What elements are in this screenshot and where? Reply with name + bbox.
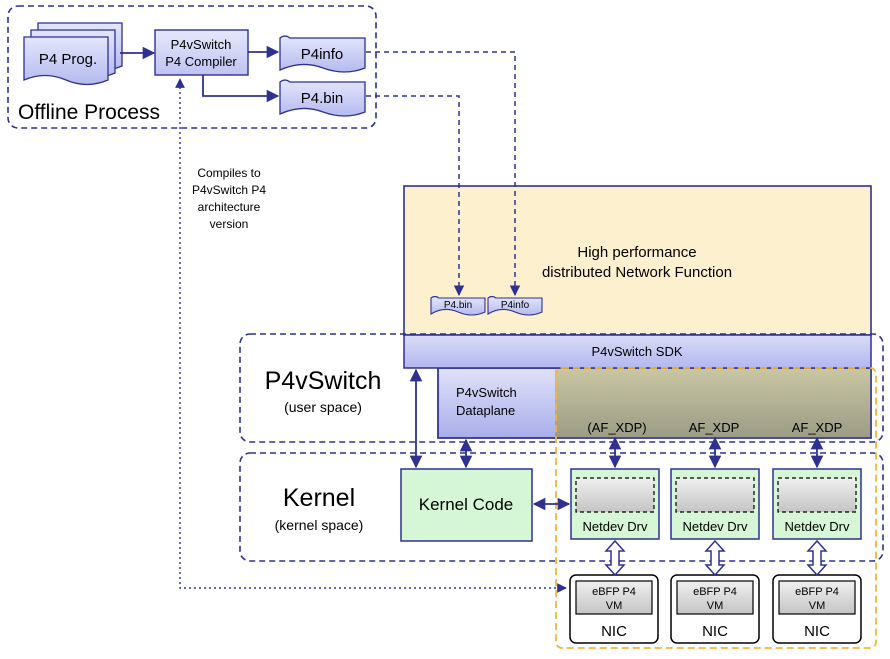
nf-p4info-label: P4info <box>501 300 530 311</box>
kernel-subtitle: (kernel space) <box>275 517 364 533</box>
kernel-code-label: Kernel Code <box>419 495 514 514</box>
nic-vm-line1: eBFP P4 <box>592 586 636 598</box>
user-space-subtitle: (user space) <box>284 399 362 415</box>
p4bin-label: P4.bin <box>301 90 344 107</box>
dataplane-xdp-region <box>555 368 871 438</box>
compiles-to-note: Compiles to P4vSwitch P4 architecture ve… <box>192 166 266 231</box>
kernel-group: Kernel (kernel space) Kernel Code Netdev… <box>239 452 884 562</box>
dataplane-label-line1: P4vSwitch <box>456 385 517 400</box>
p4-prog-label: P4 Prog. <box>39 51 97 68</box>
compiler-label-line2: P4 Compiler <box>165 54 237 69</box>
p4info-label: P4info <box>301 46 344 63</box>
kernel-title: Kernel <box>283 484 355 512</box>
compiles-note-line: P4vSwitch P4 <box>192 183 266 197</box>
netdev-label: Netdev Drv <box>682 519 748 534</box>
netdev-nic-link <box>806 539 828 577</box>
netdev-nic-link <box>604 539 626 577</box>
nf-label-line2: distributed Network Function <box>542 264 732 281</box>
nic-vm-line1: eBFP P4 <box>795 586 839 598</box>
compiles-to-path <box>175 78 567 593</box>
nic-card: eBFP P4 VM NIC <box>772 574 862 644</box>
offline-process-group: Offline Process P4 Prog. P4vSwitch P4 Co… <box>7 5 377 129</box>
netdev-nic-link <box>704 539 726 577</box>
compiles-note-line: version <box>210 217 249 231</box>
nic-vm-line2: VM <box>606 600 623 612</box>
nic-card: eBFP P4 VM NIC <box>569 574 659 644</box>
compiles-note-line: Compiles to <box>197 166 261 180</box>
user-space-title: P4vSwitch <box>265 367 382 395</box>
p4-program-documents: P4 Prog. <box>23 22 123 86</box>
netdev-driver: Netdev Drv <box>570 468 660 540</box>
netdev-label: Netdev Drv <box>582 519 648 534</box>
compiler-label-line1: P4vSwitch <box>171 37 232 52</box>
sdk-label: P4vSwitch SDK <box>591 344 682 359</box>
netdev-label: Netdev Drv <box>784 519 850 534</box>
p4info-document <box>279 35 366 73</box>
af-xdp-label: AF_XDP <box>689 420 740 435</box>
p4-compiler-box <box>154 29 249 76</box>
nic-vm-line2: VM <box>809 600 826 612</box>
nic-label: NIC <box>702 623 728 640</box>
network-function-group: High performance distributed Network Fun… <box>403 185 872 336</box>
nic-label: NIC <box>804 623 830 640</box>
nic-vm-line2: VM <box>707 600 724 612</box>
nf-label-line1: High performance <box>577 244 696 261</box>
nf-p4bin-label: P4.bin <box>444 300 472 311</box>
nic-card: eBFP P4 VM NIC <box>670 574 760 644</box>
netdev-driver: Netdev Drv <box>670 468 760 540</box>
nic-label: NIC <box>601 623 627 640</box>
af-xdp-label: AF_XDP <box>792 420 843 435</box>
compiles-note-line: architecture <box>198 200 261 214</box>
nic-vm-line1: eBFP P4 <box>693 586 737 598</box>
compiler-to-p4bin-arrow <box>202 75 280 103</box>
dataplane-label-line2: Dataplane <box>456 403 515 418</box>
netdev-driver: Netdev Drv <box>772 468 862 540</box>
offline-process-title: Offline Process <box>18 101 160 124</box>
af-xdp-label: (AF_XDP) <box>587 420 646 435</box>
